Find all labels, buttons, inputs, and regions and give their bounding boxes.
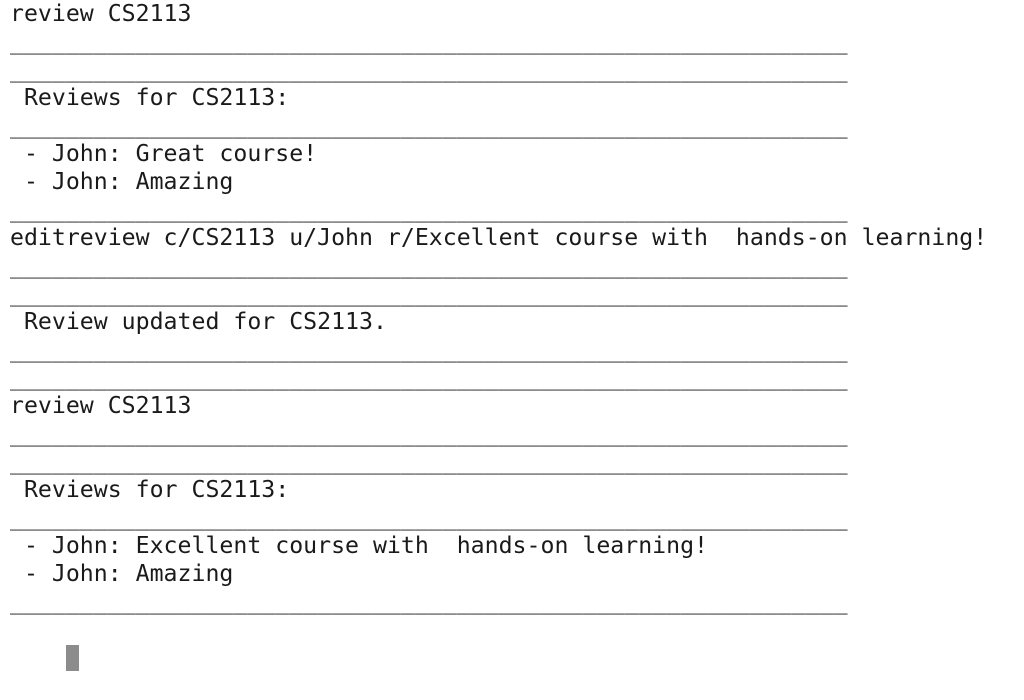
output-heading: Reviews for CS2113: — [10, 476, 290, 503]
divider-line: ________________________________________… — [10, 364, 848, 391]
divider-line: ________________________________________… — [10, 504, 848, 531]
command-line: review CS2113 — [10, 392, 192, 419]
divider-line: ________________________________________… — [10, 252, 848, 279]
review-item: - John: Excellent course with hands-on l… — [10, 532, 709, 559]
review-item: - John: Great course! — [10, 140, 318, 167]
output-heading: Reviews for CS2113: — [10, 84, 290, 111]
input-line[interactable] — [10, 616, 1020, 671]
divider-line: ________________________________________… — [10, 448, 848, 475]
review-item: - John: Amazing — [10, 168, 234, 195]
divider-line: ________________________________________… — [10, 28, 848, 55]
divider-line: ________________________________________… — [10, 196, 848, 223]
divider-line: ________________________________________… — [10, 280, 848, 307]
review-item: - John: Amazing — [10, 560, 234, 587]
command-line: review CS2113 — [10, 0, 192, 27]
command-line: editreview c/CS2113 u/John r/Excellent c… — [10, 224, 988, 251]
divider-line: ________________________________________… — [10, 112, 848, 139]
terminal-output[interactable]: review CS2113 __________________________… — [10, 0, 1020, 671]
divider-line: ________________________________________… — [10, 336, 848, 363]
divider-line: ________________________________________… — [10, 420, 848, 447]
output-message: Review updated for CS2113. — [10, 308, 387, 335]
divider-line: ________________________________________… — [10, 56, 848, 83]
divider-line: ________________________________________… — [10, 588, 848, 615]
text-cursor — [65, 645, 79, 671]
